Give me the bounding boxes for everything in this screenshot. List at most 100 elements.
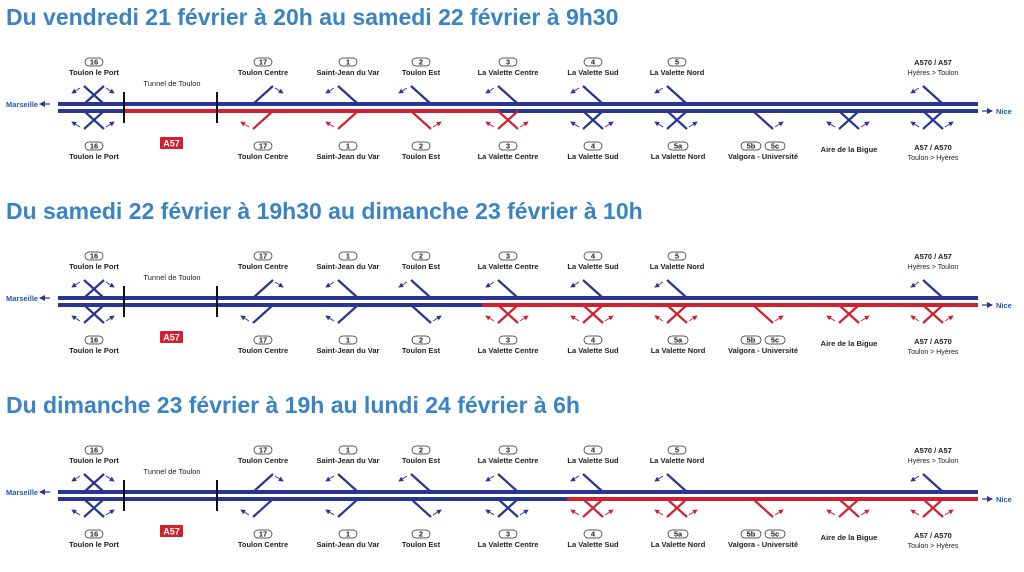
ramp-right-arrow xyxy=(432,315,442,322)
a570-top: A570 / A57 Hyères > Toulon xyxy=(908,252,959,271)
exit-number: 16 xyxy=(90,446,98,455)
ramp-left-arrow xyxy=(570,121,580,128)
exit-5b-5c-bottom: 5b 5c Valgora - Université xyxy=(728,142,798,162)
ramp-top-la-valette-nord xyxy=(654,279,688,299)
ramp-bottom-la-valette-centre xyxy=(485,110,529,130)
exit-number: 5c xyxy=(771,530,779,539)
exit-name: Valgora - Université xyxy=(728,346,798,355)
exit-name: La Valette Centre xyxy=(478,540,539,549)
ramp-bottom-aire-de-la-bigue xyxy=(826,498,870,518)
ramp-right-arrow xyxy=(944,509,954,516)
ramp-right xyxy=(410,498,432,518)
ramp-right xyxy=(582,110,604,130)
exit-number: 2 xyxy=(419,336,423,345)
exit-name: La Valette Nord xyxy=(650,262,705,271)
ramp-top-la-valette-sud xyxy=(570,473,604,493)
exit-1-bottom: 1 Saint-Jean du Var xyxy=(317,530,380,550)
ramp-right xyxy=(666,304,688,324)
exit-number: 16 xyxy=(90,58,98,67)
exit-2-bottom: 2 Toulon Est xyxy=(402,530,441,550)
section-title: Du samedi 22 février à 19h30 au dimanche… xyxy=(6,198,643,224)
exit-name: La Valette Sud xyxy=(567,152,619,161)
ramp-left xyxy=(410,473,432,493)
ramp-left-arrow xyxy=(325,87,335,94)
schedule-section-3: Du dimanche 23 février à 19h au lundi 24… xyxy=(0,388,1024,572)
ramp-right-arrow xyxy=(432,509,442,516)
ramp-top-saint-jean-du-var xyxy=(325,85,359,105)
interchange-name: A57 / A570 xyxy=(914,143,952,152)
ramps-layer xyxy=(71,473,954,518)
ramp-left xyxy=(582,473,604,493)
ramp-right-arrow xyxy=(944,121,954,128)
ramp-right-arrow xyxy=(604,121,614,128)
ramp-right xyxy=(252,473,274,493)
ramp-left xyxy=(410,279,432,299)
a57-badge-text: A57 xyxy=(163,139,180,149)
exit-5a-bottom: 5a La Valette Nord xyxy=(651,336,706,356)
exit-number: 1 xyxy=(346,252,350,261)
ramp-bottom-la-valette-centre xyxy=(485,304,529,324)
ramp-bottom-toulon-le-port xyxy=(71,304,115,324)
exit-name: Toulon Est xyxy=(402,262,441,271)
ramp-left xyxy=(582,279,604,299)
ramp-top-a570-a57 xyxy=(910,279,944,299)
exit-name: Toulon le Port xyxy=(69,262,119,271)
ramp-bottom-la-valette-sud xyxy=(570,110,614,130)
exit-number: 4 xyxy=(591,142,596,151)
exit-2-bottom: 2 Toulon Est xyxy=(402,142,441,162)
ramp-right xyxy=(497,498,519,518)
ramp-left xyxy=(497,473,519,493)
ramps-layer xyxy=(71,279,954,324)
a57-badge xyxy=(160,137,183,149)
ramp-top-toulon-le-port xyxy=(71,85,115,105)
ramp-left-arrow xyxy=(654,315,664,322)
exit-3-bottom: 3 La Valette Centre xyxy=(478,336,539,356)
ramp-right-arrow xyxy=(105,121,115,128)
exit-number: 5 xyxy=(675,58,679,67)
ramp-right xyxy=(83,110,105,130)
exit-number: 2 xyxy=(419,530,423,539)
exit-name: La Valette Sud xyxy=(567,346,619,355)
ramp-left-arrow xyxy=(570,315,580,322)
exit-number: 1 xyxy=(346,142,350,151)
ramp-left-arrow xyxy=(71,281,81,288)
exit-name: La Valette Sud xyxy=(567,262,619,271)
ramp-right xyxy=(838,498,860,518)
ramp-left-arrow xyxy=(910,121,920,128)
exit-name: Saint-Jean du Var xyxy=(317,262,380,271)
ramp-top-a570-a57 xyxy=(910,473,944,493)
ramp-left-arrow xyxy=(570,281,580,288)
ramp-bottom-aire-de-la-bigue xyxy=(826,304,870,324)
exit-5-top: 5 La Valette Nord xyxy=(650,58,705,78)
ramp-bottom-valgora-universit xyxy=(752,498,784,518)
exit-16-bottom: 16 Toulon le Port xyxy=(69,142,119,162)
ramp-bottom-saint-jean-du-var xyxy=(325,110,359,130)
ramp-bottom-valgora-universit xyxy=(752,110,784,130)
exit-number: 5c xyxy=(771,142,779,151)
exit-4-top: 4 La Valette Sud xyxy=(567,446,619,466)
exit-number: 1 xyxy=(346,446,350,455)
ramp-left xyxy=(337,473,359,493)
ramp-right-arrow xyxy=(519,121,529,128)
exit-name: La Valette Centre xyxy=(478,346,539,355)
ramp-bottom-a57-a570 xyxy=(910,110,954,130)
exit-16-top: 16 Toulon le Port xyxy=(69,252,119,272)
a57-a570-bottom: A57 / A570 Toulon > Hyères xyxy=(908,143,959,162)
ramp-top-toulon-centre xyxy=(252,473,284,493)
ramp-top-la-valette-centre xyxy=(485,85,519,105)
ramp-left xyxy=(922,85,944,105)
ramp-bottom-la-valette-sud xyxy=(570,304,614,324)
a57-badge xyxy=(160,525,183,537)
ramp-left-arrow xyxy=(240,509,250,516)
ramp-right-arrow xyxy=(774,509,784,516)
ramp-top-toulon-est xyxy=(398,85,432,105)
ramp-right xyxy=(752,110,774,130)
ramp-right-arrow xyxy=(604,315,614,322)
exit-4-top: 4 La Valette Sud xyxy=(567,58,619,78)
exit-16-top: 16 Toulon le Port xyxy=(69,446,119,466)
ramp-bottom-toulon-est xyxy=(410,498,442,518)
ramp-left xyxy=(252,110,274,130)
exit-name: La Valette Centre xyxy=(478,262,539,271)
exit-number: 2 xyxy=(419,58,423,67)
ramp-right-arrow xyxy=(105,87,115,94)
